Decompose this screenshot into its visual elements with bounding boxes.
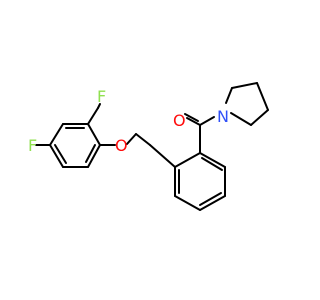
bond bbox=[85, 144, 96, 163]
bond bbox=[174, 195, 201, 211]
amide-nitrogen-label: N bbox=[217, 107, 229, 126]
bond bbox=[199, 116, 215, 126]
bond bbox=[256, 82, 269, 111]
bond bbox=[174, 152, 201, 168]
bond-set bbox=[35, 82, 269, 211]
fluorine-top-label: F bbox=[97, 87, 106, 106]
bond bbox=[186, 117, 201, 126]
bond bbox=[49, 123, 64, 146]
bond bbox=[126, 133, 137, 145]
bond bbox=[87, 123, 101, 146]
bond bbox=[87, 107, 99, 125]
bond bbox=[199, 152, 226, 168]
bond bbox=[97, 103, 101, 109]
ether-oxygen-label: O bbox=[115, 136, 128, 155]
fluorine-left-label: F bbox=[28, 136, 37, 155]
bond bbox=[201, 157, 223, 171]
carbonyl-oxygen-label: O bbox=[173, 111, 186, 130]
bond bbox=[230, 112, 252, 126]
bond bbox=[231, 82, 258, 89]
bond bbox=[199, 195, 226, 211]
bond bbox=[149, 144, 176, 168]
bond bbox=[250, 109, 269, 126]
bond bbox=[135, 133, 151, 146]
molecule-structure: O O N F F bbox=[28, 82, 269, 211]
molecule-diagram: O O N F F bbox=[28, 82, 269, 211]
bond bbox=[225, 87, 233, 104]
atom-labels: O O N F F bbox=[28, 87, 229, 155]
bond bbox=[199, 192, 222, 206]
bond bbox=[54, 144, 67, 164]
bond bbox=[49, 144, 64, 168]
bond bbox=[87, 144, 101, 168]
bond bbox=[184, 113, 199, 122]
